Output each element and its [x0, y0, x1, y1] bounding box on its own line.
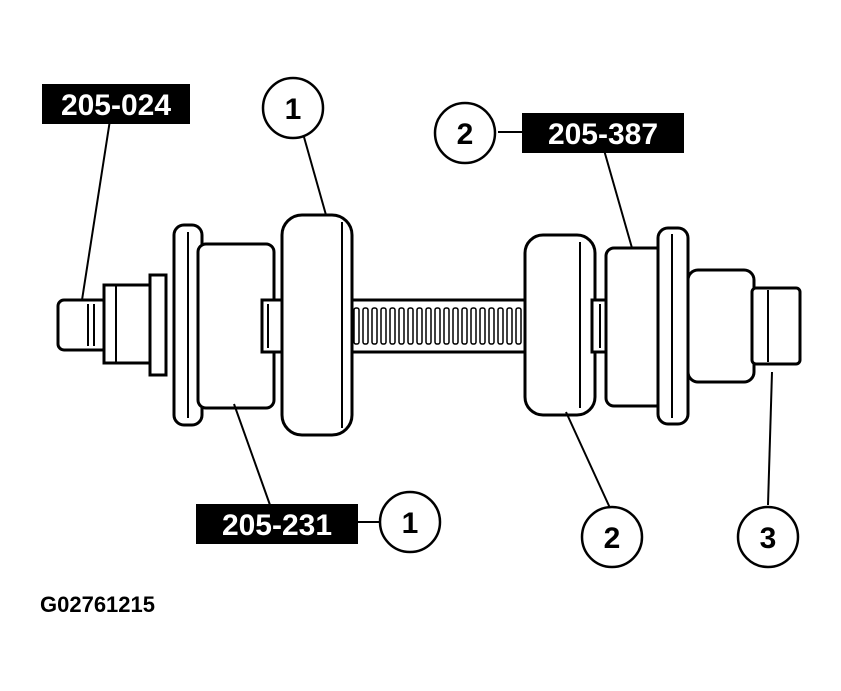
threaded-rod	[346, 298, 550, 354]
thread-mark	[398, 307, 405, 345]
right-nut	[686, 268, 802, 384]
label-205-387-text: 205-387	[548, 118, 658, 151]
thread-mark	[488, 307, 495, 345]
thread-mark	[515, 307, 522, 345]
thread-mark	[371, 307, 378, 345]
svg-text:1: 1	[285, 93, 302, 126]
thread-mark	[353, 307, 360, 345]
left-receiver-cup	[196, 242, 284, 410]
callout-1-top: 1	[261, 76, 325, 140]
thread-mark	[434, 307, 441, 345]
svg-text:2: 2	[457, 118, 474, 151]
spacer-disk-2	[523, 233, 614, 417]
label-205-231: 205-231	[196, 504, 358, 544]
thread-mark	[362, 307, 369, 345]
leader-lines	[81, 119, 773, 523]
svg-text:2: 2	[604, 522, 621, 555]
callout-1-bottom: 1	[378, 490, 442, 554]
left-bolt-end	[56, 273, 168, 377]
thread-mark	[443, 307, 450, 345]
label-205-024: 205-024	[42, 84, 190, 124]
thread-mark	[470, 307, 477, 345]
svg-text:1: 1	[402, 507, 419, 540]
callout-3: 3	[736, 505, 800, 569]
figure-id: G02761215	[40, 592, 155, 617]
thread-mark	[497, 307, 504, 345]
thread-mark	[452, 307, 459, 345]
label-205-024-text: 205-024	[61, 89, 171, 122]
thread-mark	[506, 307, 513, 345]
label-205-387: 205-387	[522, 113, 684, 153]
thread-mark	[461, 307, 468, 345]
thread-mark	[479, 307, 486, 345]
thread-mark	[407, 307, 414, 345]
thread-mark	[380, 307, 387, 345]
thread-mark	[389, 307, 396, 345]
label-205-231-text: 205-231	[222, 509, 332, 542]
callout-2-bottom: 2	[580, 505, 644, 569]
svg-text:3: 3	[760, 522, 777, 555]
thread-mark	[425, 307, 432, 345]
thread-mark	[416, 307, 423, 345]
callout-2-top: 2	[433, 101, 497, 165]
right-receiver-cup	[604, 226, 690, 426]
spacer-disk-1	[280, 213, 354, 437]
